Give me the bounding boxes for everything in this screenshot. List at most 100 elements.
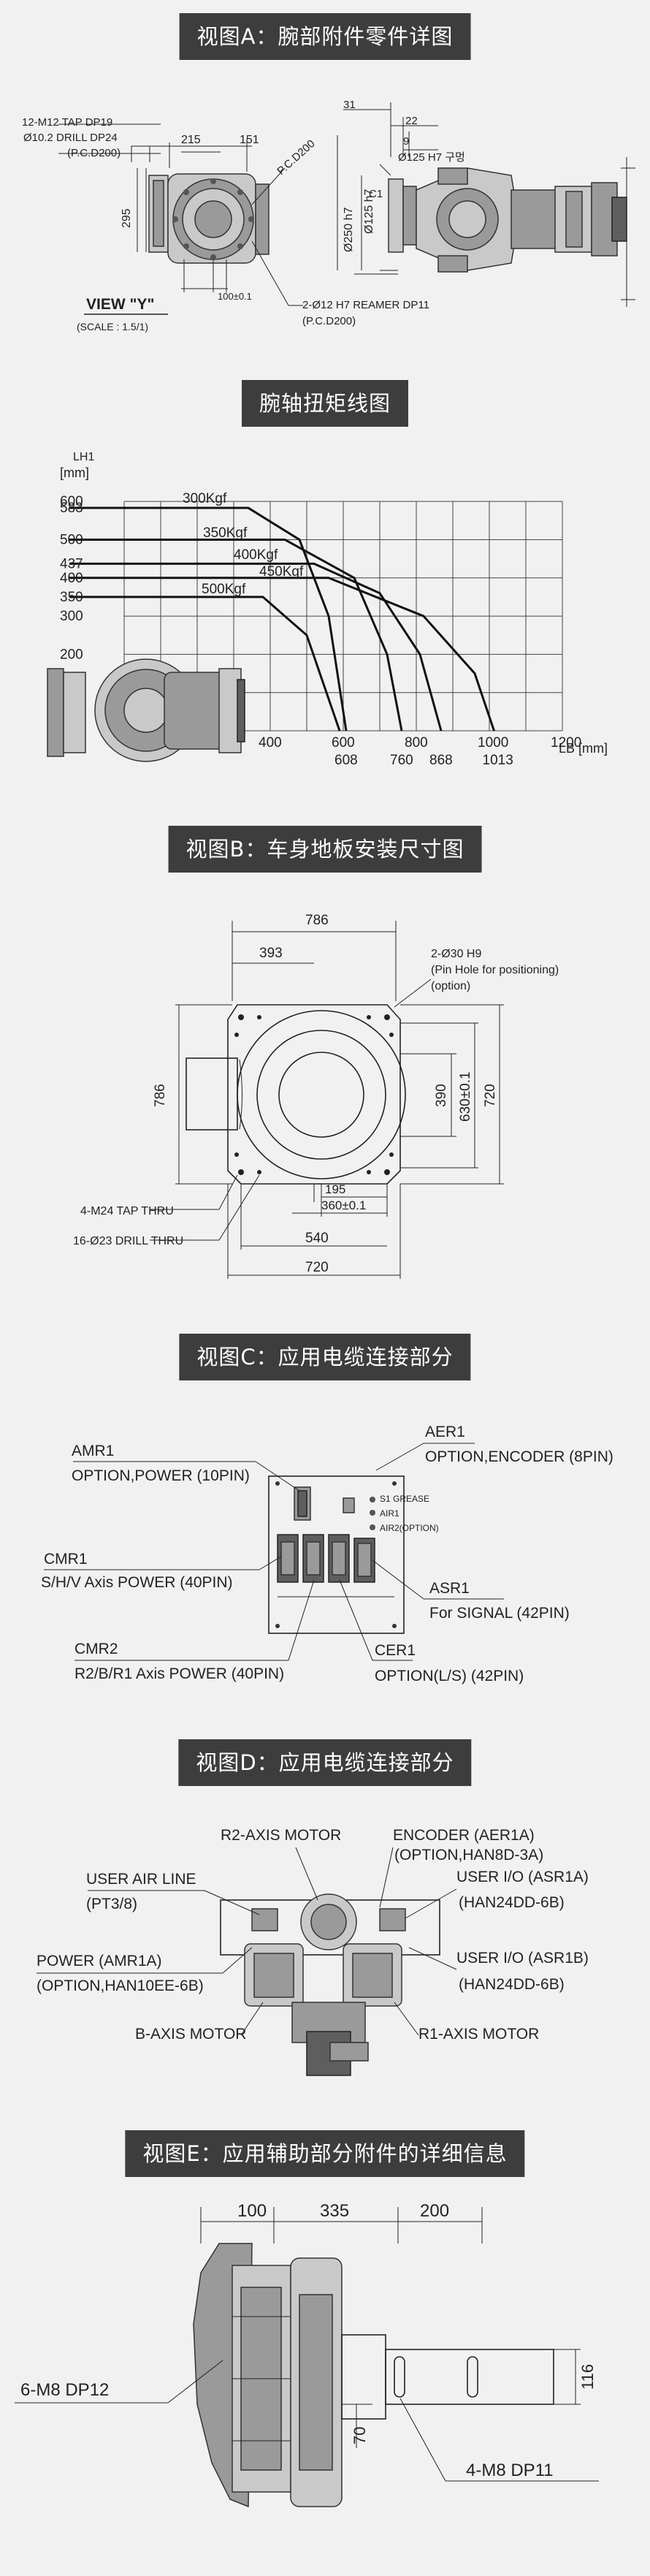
x-endpoint-label: 868 [429,753,453,768]
b-axis-label: B-AXIS MOTOR [135,2026,246,2043]
encoder-desc: (OPTION,HAN8D-3A) [394,1847,543,1863]
dim-393: 393 [259,946,283,961]
cable-connection-d-drawing: R2-AXIS MOTOR ENCODER (AER1A) (OPTION,HA… [37,1827,589,2076]
dim-100: 100 [237,2201,267,2221]
dim-22: 22 [405,115,418,127]
series-line [124,538,403,732]
cmr1-desc: S/H/V Axis POWER (40PIN) [41,1574,233,1591]
dim-195: 195 [325,1182,345,1196]
scale-label: (SCALE : 1.5/1) [77,321,148,333]
dia-250-label: Ø250 h7 [343,208,355,252]
user-io-1-label: USER I/O (ASR1A) [456,1869,589,1885]
asr1-desc: For SIGNAL (42PIN) [429,1605,570,1622]
section-b-title: 腕轴扭矩线图 [241,380,409,427]
chart-x-label: LB [mm] [559,741,608,756]
series-line [124,577,495,732]
tap-thru-label: 4-M24 TAP THRU [80,1205,174,1217]
dim-540: 540 [305,1231,329,1246]
x-endpoint-label: 760 [390,753,413,768]
drill-thru-label: 16-Ø23 DRILL THRU [73,1235,183,1247]
dim-151: 151 [240,134,259,146]
hole-125-label: Ø125 H7 구멍 [398,151,465,164]
pcd2-label: (P.C.D200) [302,315,356,327]
dim-390: 390 [434,1084,449,1107]
user-air-label: USER AIR LINE [86,1871,196,1888]
torque-chart: 600583500437400350300200100 400600800100… [47,451,608,768]
y-tick-label: 300 [60,609,83,624]
cmr2-label: CMR2 [74,1641,118,1657]
aer1-label: AER1 [425,1424,465,1440]
connector-cmr1 [277,1534,299,1583]
dim-100: 100±0.1 [218,291,252,302]
series-label-300: 300Kgf [183,491,227,506]
chart-y-ticks: 600583500437400350300200100 [60,494,83,701]
series-line [124,562,443,732]
r1-axis-motor [343,1943,402,2007]
dim-630: 630±0.1 [458,1071,473,1122]
encoder-label: ENCODER (AER1A) [393,1827,535,1844]
dim-200: 200 [420,2201,449,2221]
option-label: (option) [431,980,470,992]
power-label: POWER (AMR1A) [37,1953,162,1969]
series-label-450: 450Kgf [259,564,304,580]
y-tick-label: 350 [60,590,83,605]
x-tick-label: 400 [259,735,282,751]
dim-215: 215 [181,134,201,146]
cmr1-label: CMR1 [44,1551,88,1568]
tap-label: 12-M12 TAP DP19 [22,116,112,129]
chart-series [69,506,495,732]
cer1-desc: OPTION(L/S) (42PIN) [375,1668,524,1684]
user-air-desc: (PT3/8) [86,1896,137,1912]
pcd-label: (P.C.D200) [67,147,121,159]
floor-mount-drawing: 786 393 2-Ø30 H9 (Pin Hole for positioni… [73,913,559,1279]
user-io-2-desc: (HAN24DD-6B) [459,1976,565,1993]
cmr2-desc: R2/B/R1 Axis POWER (40PIN) [74,1665,284,1682]
dim-786-left: 786 [153,1084,168,1107]
connector-cmr2 [302,1534,324,1583]
b-axis-motor [244,1943,304,2007]
section-e-title: 视图D：应用电缆连接部分 [178,1739,472,1786]
series-label-400: 400Kgf [234,547,278,563]
c1-label: C1 [369,188,383,200]
dim-335: 335 [320,2201,349,2221]
dim-720-right: 720 [483,1084,498,1107]
amr1-desc: OPTION,POWER (10PIN) [72,1467,250,1484]
air1-label: AIR1 [380,1508,399,1519]
dim-295: 295 [121,208,133,228]
chart-y-unit: [mm] [60,466,89,480]
r2-axis-label: R2-AXIS MOTOR [221,1827,341,1844]
s1-grease-label: S1 GREASE [380,1494,429,1504]
connector-asr1 [353,1538,375,1583]
series-line [124,596,341,732]
dim-360: 360±0.1 [321,1198,366,1212]
wrist-part-detail-drawing: 12-M12 TAP DP19 Ø10.2 DRILL DP24 (P.C.D2… [22,99,635,333]
section-d-title: 视图C：应用电缆连接部分 [179,1334,471,1380]
amr1-label: AMR1 [72,1443,114,1459]
r1-axis-label: R1-AXIS MOTOR [418,2026,539,2043]
dim-31: 31 [343,99,356,111]
m8-dp11-label: 4-M8 DP11 [466,2461,554,2480]
section-f-title: 视图E：应用辅助部分附件的详细信息 [125,2130,525,2177]
y-tick-label: 400 [60,571,83,586]
x-tick-label: 1000 [478,735,508,751]
dim-9: 9 [403,135,409,148]
x-endpoint-label: 608 [334,753,358,768]
m8-dp12-label: 6-M8 DP12 [20,2380,109,2400]
connector-cer1 [328,1534,350,1583]
y-tick-label: 437 [60,556,83,571]
section-c-title: 视图B：车身地板安装尺寸图 [168,826,482,873]
series-label-350: 350Kgf [203,525,248,541]
dim-786-top: 786 [305,913,329,928]
dim-116: 116 [578,2364,597,2390]
dim-70: 70 [351,2427,369,2444]
asr1-label: ASR1 [429,1580,470,1597]
cable-connection-c-drawing: S1 GREASE AIR1 AIR2(OPTION) AMR1 OPTION,… [41,1424,613,1684]
x-endpoint-label: 1013 [483,753,513,768]
user-io-2-label: USER I/O (ASR1B) [456,1950,589,1967]
y-tick-label: 500 [60,532,83,547]
user-io-1-desc: (HAN24DD-6B) [459,1894,565,1911]
connector-amr1 [294,1486,311,1521]
chart-y-label: LH1 [73,451,94,463]
aer1-desc: OPTION,ENCODER (8PIN) [425,1448,613,1465]
